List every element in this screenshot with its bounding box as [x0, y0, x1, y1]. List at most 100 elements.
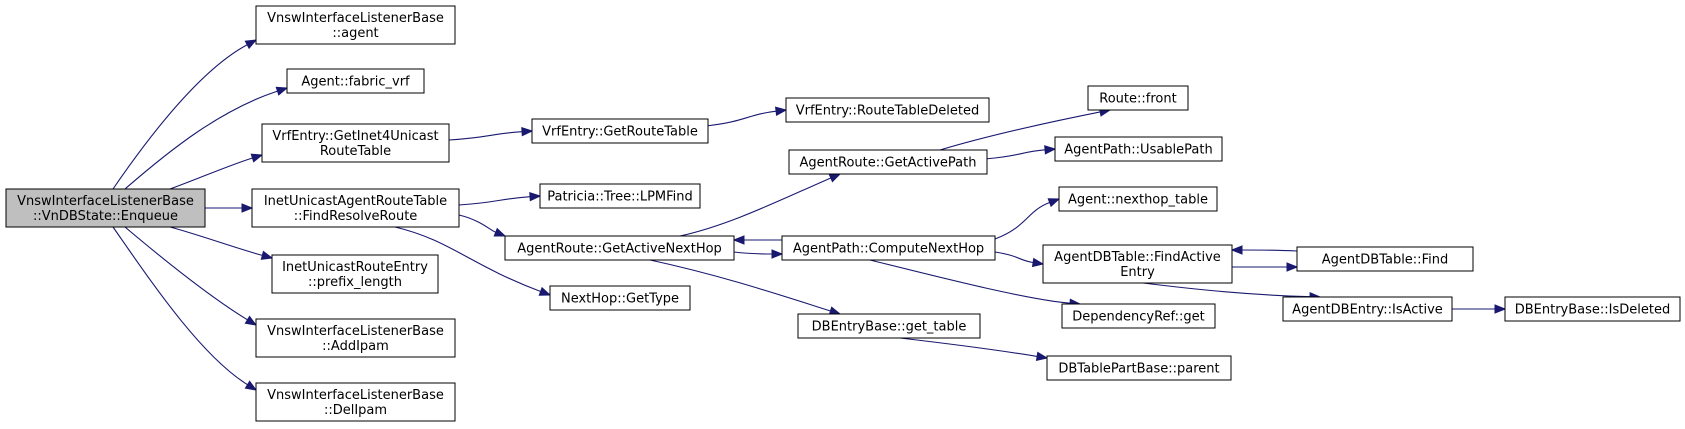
node-rtdeleted[interactable]: VrfEntry::RouteTableDeleted — [785, 97, 990, 123]
node-label: VrfEntry::RouteTableDeleted — [796, 104, 980, 119]
node-isactive[interactable]: AgentDBEntry::IsActive — [1282, 296, 1453, 322]
node-label: VnswInterfaceListenerBase — [267, 324, 444, 339]
edge-getroutetable-to-rtdeleted — [707, 106, 788, 127]
edge-line — [448, 131, 523, 141]
edge-line — [1241, 249, 1298, 252]
edge-root-to-findres — [204, 203, 254, 213]
node-fabric[interactable]: Agent::fabric_vrf — [286, 68, 425, 94]
edge-line — [994, 251, 1034, 264]
node-box — [781, 235, 996, 261]
node-gettype[interactable]: NextHop::GetType — [549, 285, 691, 311]
arrowhead — [241, 203, 254, 213]
node-label: VrfEntry::GetRouteTable — [542, 125, 698, 140]
node-front[interactable]: Route::front — [1087, 85, 1189, 111]
node-prefix[interactable]: InetUnicastRouteEntry::prefix_length — [271, 254, 439, 294]
node-box — [504, 235, 735, 261]
arrowhead — [1230, 245, 1243, 255]
arrowhead — [775, 106, 788, 116]
node-label: InetUnicastAgentRouteTable — [264, 194, 447, 209]
node-addipam[interactable]: VnswInterfaceListenerBase::AddIpam — [255, 318, 456, 358]
node-parent[interactable]: DBTablePartBase::parent — [1046, 355, 1232, 381]
node-find[interactable]: AgentDBTable::Find — [1296, 246, 1474, 272]
node-getroutetable[interactable]: VrfEntry::GetRouteTable — [531, 118, 709, 144]
edge-isactive-to-isdeleted — [1452, 304, 1507, 314]
arrowhead — [493, 227, 507, 237]
node-label: ::FindResolveRoute — [294, 209, 418, 224]
edge-line — [679, 177, 832, 237]
node-label: Entry — [1120, 265, 1155, 280]
node-agent[interactable]: VnswInterfaceListenerBase::agent — [255, 5, 456, 45]
arrowhead — [1286, 262, 1299, 272]
node-label: ::VnDBState::Enqueue — [33, 209, 178, 224]
edge-getactivepath-to-usable — [986, 145, 1057, 160]
node-box — [255, 318, 456, 358]
edge-root-to-getinet — [169, 153, 264, 190]
node-layer: VnswInterfaceListenerBase::VnDBState::En… — [5, 5, 1681, 422]
edge-computenh-to-findactive — [994, 251, 1045, 268]
edge-root-to-agent — [112, 39, 258, 190]
edge-line — [124, 226, 248, 321]
node-box — [286, 68, 425, 94]
arrowhead — [1031, 257, 1045, 268]
node-label: DependencyRef::get — [1072, 310, 1205, 325]
node-label: ::prefix_length — [308, 275, 402, 290]
node-box — [1042, 244, 1233, 284]
node-lpmfind[interactable]: Patricia::Tree::LPMFind — [539, 183, 701, 209]
node-root[interactable]: VnswInterfaceListenerBase::VnDBState::En… — [5, 188, 206, 228]
edge-line — [869, 259, 1071, 304]
node-box — [1296, 246, 1474, 272]
arrowhead — [244, 380, 258, 391]
edge-getactivenh-to-computenh — [733, 249, 784, 259]
edge-line — [994, 201, 1050, 240]
node-getactivepath[interactable]: AgentRoute::GetActivePath — [788, 149, 988, 175]
edge-computenh-to-nhtable — [994, 198, 1061, 240]
node-delipam[interactable]: VnswInterfaceListenerBase::DelIpam — [255, 382, 456, 422]
node-label: VnswInterfaceListenerBase — [267, 388, 444, 403]
node-box — [255, 382, 456, 422]
node-label: AgentPath::UsablePath — [1064, 143, 1212, 158]
edge-root-to-prefix — [169, 226, 274, 260]
edge-line — [939, 111, 1101, 151]
node-gettable[interactable]: DBEntryBase::get_table — [797, 313, 981, 339]
arrowhead — [1047, 198, 1061, 208]
arrowhead — [521, 126, 534, 137]
edge-line — [733, 251, 773, 255]
node-box — [785, 97, 990, 123]
edge-line — [458, 196, 531, 206]
node-label: RouteTable — [320, 144, 391, 159]
node-getactivenh[interactable]: AgentRoute::GetActiveNextHop — [504, 235, 735, 261]
node-usable[interactable]: AgentPath::UsablePath — [1054, 136, 1223, 162]
node-label: AgentDBTable::Find — [1322, 253, 1448, 268]
node-box — [539, 183, 701, 209]
arrowhead — [538, 286, 552, 296]
node-label: DBEntryBase::IsDeleted — [1515, 303, 1671, 318]
node-computenh[interactable]: AgentPath::ComputeNextHop — [781, 235, 996, 261]
arrowhead — [260, 250, 274, 260]
edge-getinet-to-getroutetable — [448, 126, 534, 141]
arrowhead — [244, 315, 258, 326]
node-label: DBEntryBase::get_table — [812, 320, 967, 335]
edge-findres-to-getactivenh — [458, 214, 507, 237]
edge-line — [124, 90, 278, 190]
edge-line — [458, 214, 496, 233]
node-label: AgentRoute::GetActiveNextHop — [517, 242, 722, 257]
arrowhead — [1035, 351, 1049, 361]
node-label: AgentDBTable::FindActive — [1054, 250, 1221, 265]
node-label: Agent::nexthop_table — [1068, 193, 1208, 208]
edge-computenh-to-getactivenh — [732, 235, 782, 245]
node-nhtable[interactable]: Agent::nexthop_table — [1058, 186, 1218, 212]
node-isdeleted[interactable]: DBEntryBase::IsDeleted — [1504, 296, 1681, 322]
arrowhead — [1044, 145, 1057, 155]
edge-getactivenh-to-getactivepath — [679, 173, 842, 237]
arrowhead — [732, 235, 745, 245]
edge-line — [1142, 282, 1311, 298]
node-label: ::agent — [332, 26, 378, 41]
node-depget[interactable]: DependencyRef::get — [1061, 303, 1216, 329]
node-box — [251, 188, 460, 228]
edge-line — [986, 149, 1046, 160]
node-findres[interactable]: InetUnicastAgentRouteTable::FindResolveR… — [251, 188, 460, 228]
node-label: InetUnicastRouteEntry — [282, 260, 428, 275]
